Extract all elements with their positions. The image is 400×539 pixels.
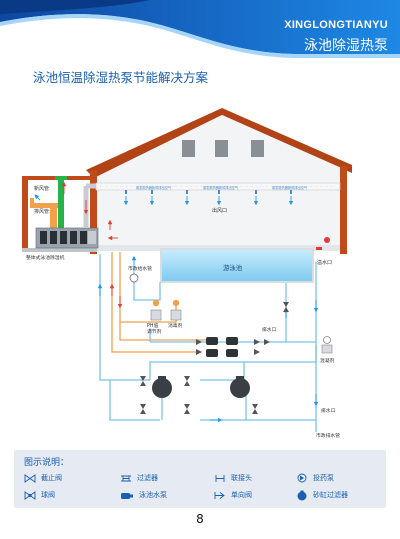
filter-valves [140, 376, 258, 414]
label-pool: 游泳池 [223, 263, 243, 272]
label-coagulant: 混凝剂 [320, 357, 335, 364]
label-overflow: 溢水口 [317, 259, 332, 266]
fresh-air-cap [55, 176, 67, 180]
page-number: 8 [196, 512, 204, 526]
ball-valve-icon [24, 490, 36, 500]
pool-pump-icon [121, 492, 133, 499]
label-fresh-air-pipe: 新风管 [34, 185, 49, 192]
label-exhaust-pipe: 排风管 [34, 208, 49, 215]
legend-item-union: 联接头 [214, 472, 252, 484]
red-indicator [324, 237, 330, 243]
roof-window-3 [251, 140, 264, 157]
filter-icon [121, 475, 131, 481]
exhaust-outlet [30, 203, 58, 208]
building-roof [86, 108, 352, 178]
legend-panel: 图示说明： 截止阀 过滤器 联接头 投药泵 球阀 泳池水泵 单向阀 砂缸过滤器 [14, 450, 386, 508]
label-drain-mid: 排水口 [262, 326, 277, 333]
municipal-valve [129, 273, 139, 283]
sand-filter-1 [152, 376, 172, 398]
gate-valve-icon [24, 473, 36, 483]
legend-label: 联接头 [231, 474, 252, 482]
label-outlet-air: 出风口 [212, 207, 227, 214]
disinfectant-pump [172, 299, 180, 307]
legend-item-sand-filter: 砂缸过滤器 [296, 489, 348, 501]
roof-window-1 [182, 140, 195, 157]
air-diffusers [125, 190, 292, 194]
brand-english: XINGLONGTIANYU [284, 19, 388, 31]
duct-note-3: 蒸发散热器新风排出空气 [272, 185, 308, 190]
sand-filter-2 [230, 376, 250, 398]
pool-pumps [206, 337, 238, 357]
mech-room-floor [22, 248, 97, 252]
legend-label: 砂缸过滤器 [313, 491, 348, 499]
label-ph-1: PH值 [147, 322, 158, 329]
legend-item-gate-valve: 截止阀 [24, 472, 62, 484]
legend-label: 过滤器 [137, 474, 158, 482]
legend-item-check-valve: 单向阀 [214, 489, 252, 501]
coagulant-pump [323, 336, 331, 344]
fresh-air-duct [58, 180, 64, 228]
legend-item-dosing-pump: 投药泵 [296, 472, 334, 484]
building-interior [94, 115, 346, 250]
pool-water [162, 250, 312, 281]
page-heading: 泳池恒温除湿热泵节能解决方案 [33, 70, 209, 85]
legend-label: 单向阀 [231, 491, 252, 499]
exhaust-air-duct [50, 208, 57, 228]
pump-valves [196, 339, 270, 355]
duct-note-1: 蒸发散热器新风排出空气 [136, 185, 172, 190]
label-ph-2: 调节剂 [147, 328, 162, 335]
overflow-mark [316, 247, 322, 250]
building-right-wall [340, 166, 347, 254]
unit-panels [40, 231, 87, 244]
drain-valve-mid [283, 302, 289, 312]
legend-label: 球阀 [41, 491, 55, 499]
legend-title: 图示说明： [24, 458, 70, 468]
legend-item-pool-pump: 泳池水泵 [120, 489, 167, 501]
duct-note-2: 蒸发散热器新风排出空气 [203, 185, 239, 190]
dosing-pump-icon [297, 473, 307, 483]
label-municipal-drain: 市政排水管 [316, 432, 340, 439]
brand-chinese: 泳池除湿热泵 [304, 38, 388, 54]
building-left-wall [90, 170, 97, 254]
mech-room-wall [22, 178, 28, 251]
header-banner [0, 0, 400, 64]
legend-label: 投药泵 [313, 474, 334, 482]
label-disinfectant: 消毒剂 [168, 322, 183, 329]
legend-label: 泳池水泵 [139, 491, 167, 499]
check-valve-icon [214, 491, 225, 499]
label-municipal-in: 市政给水管 [128, 265, 152, 272]
label-drain-right: 排水口 [321, 407, 336, 414]
legend-label: 截止阀 [41, 474, 62, 482]
legend-item-ball-valve: 球阀 [24, 489, 55, 501]
union-joint-icon [215, 474, 225, 482]
roof-window-2 [215, 140, 228, 157]
legend-item-filter: 过滤器 [120, 472, 158, 484]
label-unit: 整体式泳池除湿机 [26, 254, 65, 261]
system-diagram: 蒸发散热器新风排出空气 蒸发散热器新风排出空气 蒸发散热器新风排出空气 出风口 … [22, 108, 352, 439]
ph-dosing-pump [152, 299, 160, 307]
sand-filter-icon [297, 490, 307, 500]
